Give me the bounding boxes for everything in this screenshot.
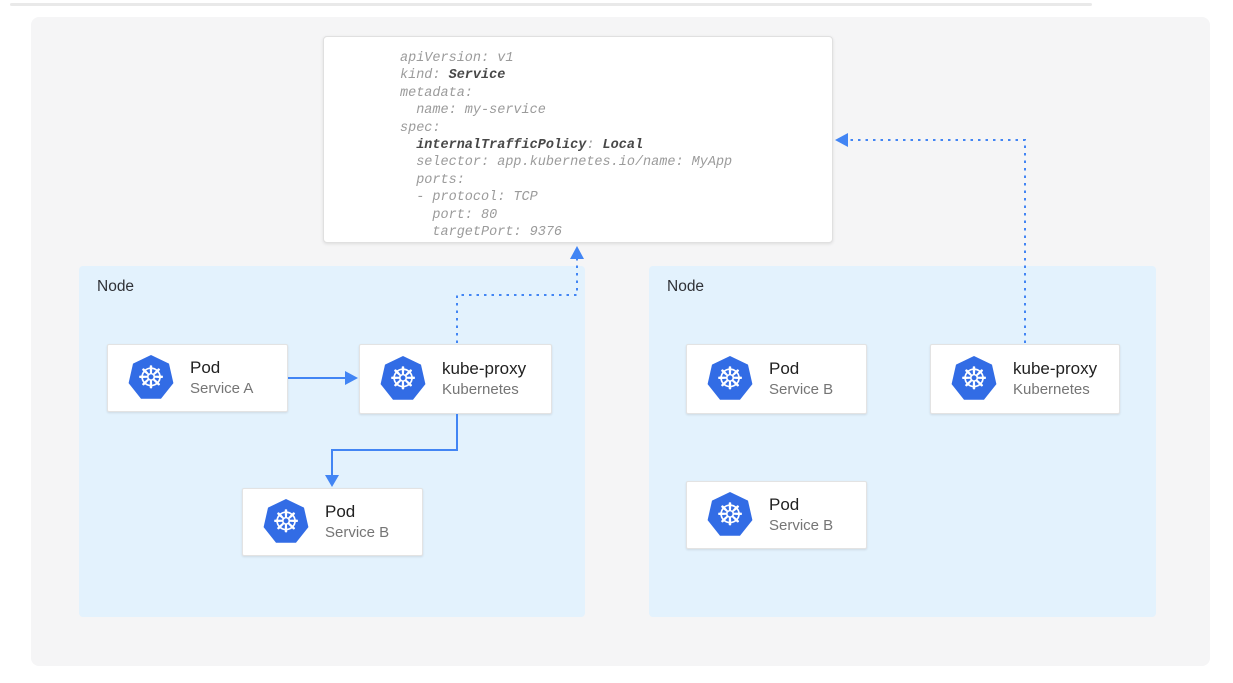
card-subtitle: Service B xyxy=(325,524,390,541)
kubernetes-icon: ☸ xyxy=(707,356,753,400)
kubernetes-icon: ☸ xyxy=(707,492,753,536)
yaml-line: port: 80 xyxy=(400,207,498,223)
yaml-line: metadata: xyxy=(400,85,473,101)
card-subtitle: Kubernetes xyxy=(442,381,519,398)
card-title: Pod xyxy=(769,359,800,378)
card-title: kube-proxy xyxy=(442,359,527,378)
card-subtitle: Kubernetes xyxy=(1013,381,1090,398)
kubernetes-icon: ☸ xyxy=(263,499,309,543)
yaml-line: name: my-service xyxy=(400,103,546,119)
pod-card-service-b-left: ☸ Pod Service B xyxy=(242,488,423,556)
pod-card-service-b-right-bottom: ☸ Pod Service B xyxy=(686,481,867,549)
kube-proxy-card-left: ☸ kube-proxy Kubernetes xyxy=(359,344,552,414)
yaml-line: ports: xyxy=(400,172,465,188)
card-title: Pod xyxy=(769,495,800,514)
card-text: Pod Service B xyxy=(769,494,833,536)
yaml-line: - protocol: TCP xyxy=(400,190,538,206)
yaml-line: kind: Service xyxy=(400,68,506,84)
yaml-line: internalTrafficPolicy: Local xyxy=(416,138,644,154)
pod-card-service-b-right-top: ☸ Pod Service B xyxy=(686,344,867,414)
card-title: Pod xyxy=(325,502,356,521)
kube-proxy-card-right: ☸ kube-proxy Kubernetes xyxy=(930,344,1120,414)
yaml-line: targetPort: 9376 xyxy=(400,225,563,241)
yaml-line: spec: xyxy=(400,120,441,136)
card-subtitle: Service B xyxy=(769,381,834,398)
node-label: Node xyxy=(97,278,135,295)
yaml-line: apiVersion: v1 xyxy=(400,51,514,66)
card-text: Pod Service B xyxy=(769,358,833,400)
node-box-left: Node xyxy=(79,266,585,617)
kubernetes-icon: ☸ xyxy=(951,356,997,400)
card-subtitle: Service B xyxy=(769,517,834,534)
card-text: Pod Service A xyxy=(190,357,253,399)
top-divider-line xyxy=(10,3,1092,6)
yaml-line: selector: app.kubernetes.io/name: MyApp xyxy=(400,155,733,171)
card-text: kube-proxy Kubernetes xyxy=(1013,358,1097,400)
pod-card-service-a: ☸ Pod Service A xyxy=(107,344,288,412)
node-label: Node xyxy=(667,278,705,295)
kubernetes-icon: ☸ xyxy=(380,356,426,400)
node-box-right: Node xyxy=(649,266,1156,617)
card-title: Pod xyxy=(190,358,221,377)
kubernetes-icon: ☸ xyxy=(128,355,174,399)
card-subtitle: Service A xyxy=(190,380,254,397)
card-title: kube-proxy xyxy=(1013,359,1098,378)
card-text: Pod Service B xyxy=(325,501,389,543)
card-text: kube-proxy Kubernetes xyxy=(442,358,526,400)
